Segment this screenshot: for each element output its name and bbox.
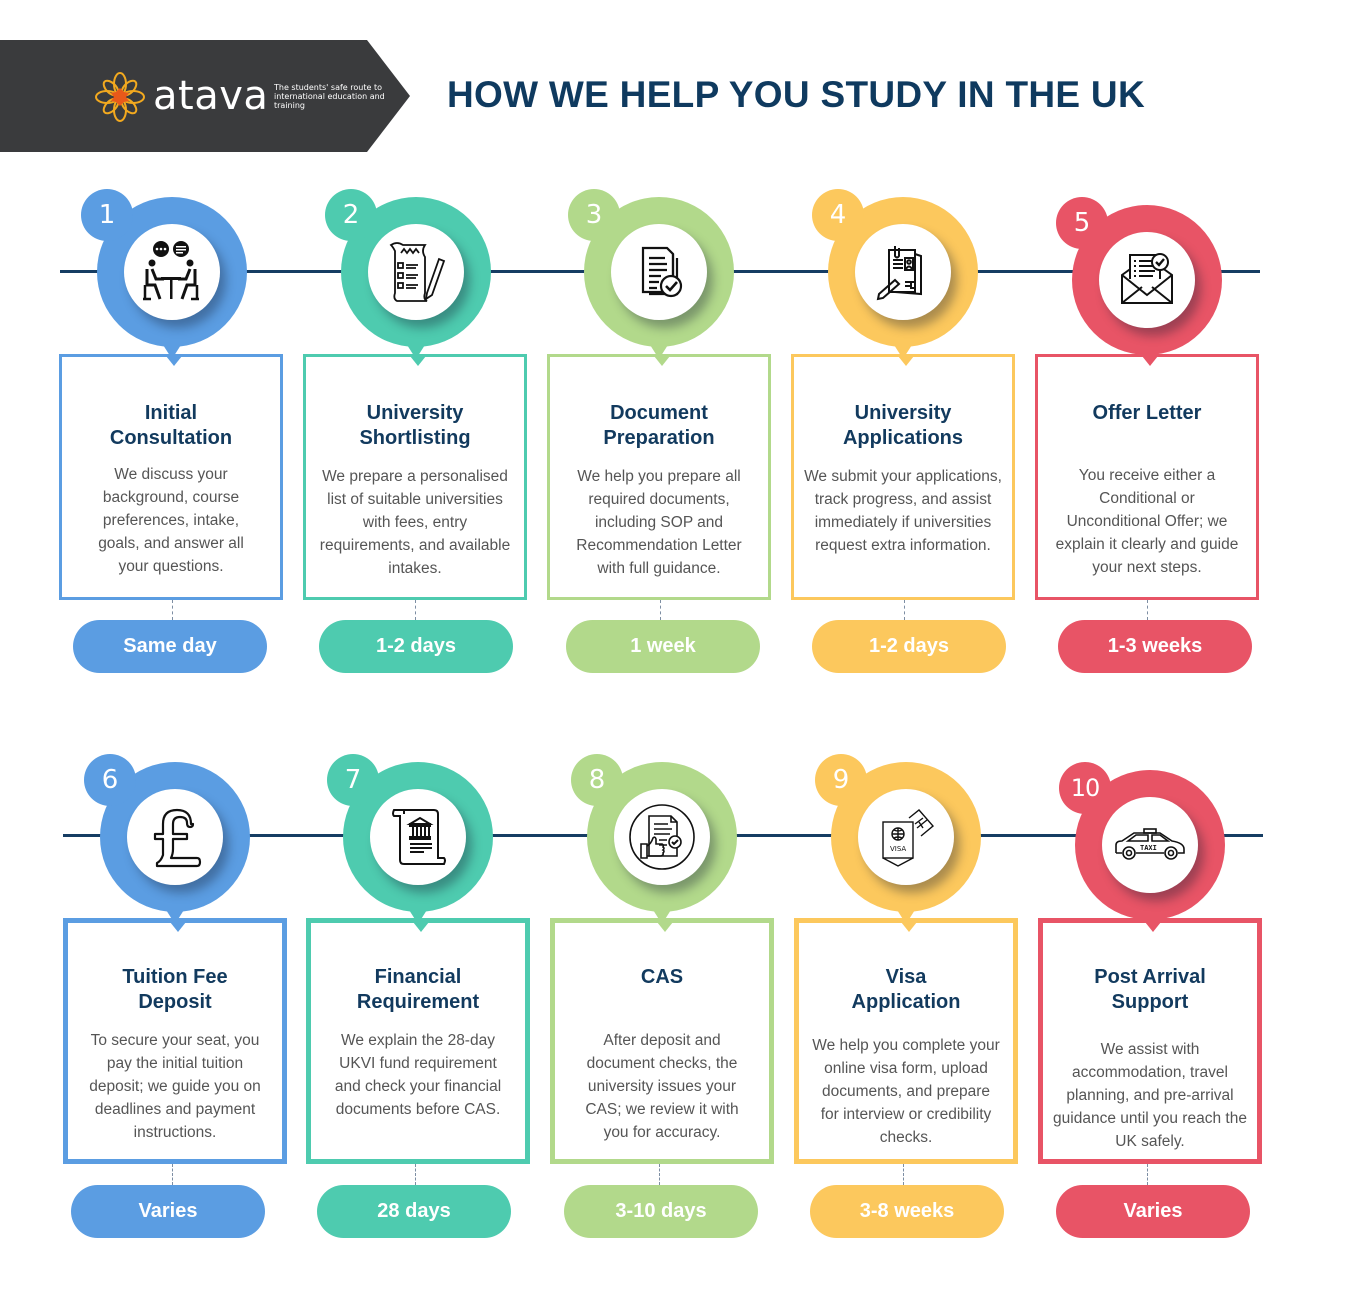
banner-arrow-shape [0, 40, 410, 152]
atava-logo-icon [95, 72, 145, 122]
step-description: We help you complete your online visa fo… [812, 1037, 1000, 1146]
duration-badge: 3-8 weeks [810, 1185, 1004, 1238]
approved-document-icon [614, 789, 710, 885]
step-card: Visa Application We help you complete yo… [794, 918, 1018, 1164]
step-card: University Applications We submit your a… [791, 354, 1015, 600]
application-form-icon [855, 224, 951, 320]
step-number: 3 [568, 189, 620, 241]
step-card: Financial Requirement We explain the 28-… [306, 918, 530, 1164]
connector [172, 600, 173, 620]
step-description: To secure your seat, you pay the initial… [89, 1032, 261, 1141]
step-pin: 2 [325, 189, 491, 362]
svg-text:TAXI: TAXI [1140, 844, 1157, 852]
step-pin: 4 [812, 189, 978, 362]
connector [659, 1164, 660, 1185]
step-title: Post Arrival Support [1094, 966, 1206, 1013]
step-description: We assist with accommodation, travel pla… [1053, 1041, 1247, 1150]
step-title: University Shortlisting [359, 402, 471, 449]
step-title: University Applications [842, 402, 963, 449]
duration-badge: 1 week [566, 620, 760, 673]
step-number: 6 [84, 754, 136, 806]
step-pin: 7 [327, 754, 493, 927]
connector [903, 1164, 904, 1185]
step-description: We submit your applications, track progr… [804, 468, 1002, 554]
step-card: Offer Letter You receive either a Condit… [1035, 354, 1259, 600]
step-description: We prepare a personalised list of suitab… [319, 468, 511, 577]
step-card: Initial Consultation We discuss your bac… [59, 354, 283, 600]
step-number: 1 [81, 189, 133, 241]
envelope-letter-icon [1099, 232, 1195, 328]
visa-passport-icon: VISA [858, 789, 954, 885]
step-number: 8 [571, 754, 623, 806]
connector [660, 600, 661, 620]
step-card: CAS After deposit and document checks, t… [550, 918, 774, 1164]
taxi-icon: TAXI [1102, 797, 1198, 893]
step-card: Post Arrival Support We assist with acco… [1038, 918, 1262, 1164]
step-pin: 5 [1056, 197, 1222, 370]
step-number: 10 [1059, 762, 1111, 814]
duration-badge: Same day [73, 620, 267, 673]
step-title: Tuition Fee Deposit [122, 966, 228, 1013]
step-number: 7 [327, 754, 379, 806]
step-pin: TAXI 10 [1059, 762, 1225, 935]
duration-badge: Varies [71, 1185, 265, 1238]
connector [415, 600, 416, 620]
step-description: You receive either a Conditional or Unco… [1055, 467, 1239, 576]
step-description: We explain the 28-day UKVI fund requirem… [334, 1032, 502, 1118]
duration-badge: 1-2 days [812, 620, 1006, 673]
step-pin: 3 [568, 189, 734, 362]
step-title: Initial Consultation [109, 402, 233, 449]
step-pin: 1 [81, 189, 247, 362]
step-card: Document Preparation We help you prepare… [547, 354, 771, 600]
step-title: Offer Letter [1092, 402, 1202, 424]
step-pin: 6 [84, 754, 250, 927]
pound-sign-icon [127, 789, 223, 885]
duration-badge: 3-10 days [564, 1185, 758, 1238]
step-number: 2 [325, 189, 377, 241]
step-card: Tuition Fee Deposit To secure your seat,… [63, 918, 287, 1164]
step-number: 5 [1056, 197, 1108, 249]
step-number: 9 [815, 754, 867, 806]
step-title: Financial Requirement [356, 966, 480, 1013]
step-title: Visa Application [851, 966, 961, 1013]
page-title: HOW WE HELP YOU STUDY IN THE UK [447, 74, 1145, 115]
meeting-icon [124, 224, 220, 320]
step-card: University Shortlisting We prepare a per… [303, 354, 527, 600]
checklist-icon [368, 224, 464, 320]
brand-banner [0, 40, 410, 152]
step-title: Document Preparation [603, 402, 715, 449]
connector [1147, 1164, 1148, 1185]
connector [904, 600, 905, 620]
duration-badge: Varies [1056, 1185, 1250, 1238]
duration-badge: 1-3 weeks [1058, 620, 1252, 673]
step-pin: VISA 9 [815, 754, 981, 927]
step-description: We discuss your background, course prefe… [98, 466, 244, 575]
documents-check-icon [611, 224, 707, 320]
connector [1147, 600, 1148, 620]
step-description: We help you prepare all required documen… [576, 468, 742, 577]
connector [172, 1164, 173, 1185]
step-description: After deposit and document checks, the u… [585, 1032, 739, 1141]
duration-badge: 1-2 days [319, 620, 513, 673]
svg-text:VISA: VISA [890, 845, 906, 853]
bank-statement-icon [370, 789, 466, 885]
connector [415, 1164, 416, 1185]
step-number: 4 [812, 189, 864, 241]
brand-tagline: The students' safe route to internationa… [274, 83, 385, 110]
brand-name: atava [153, 73, 269, 119]
step-pin: 8 [571, 754, 737, 927]
duration-badge: 28 days [317, 1185, 511, 1238]
step-title: CAS [640, 966, 684, 988]
